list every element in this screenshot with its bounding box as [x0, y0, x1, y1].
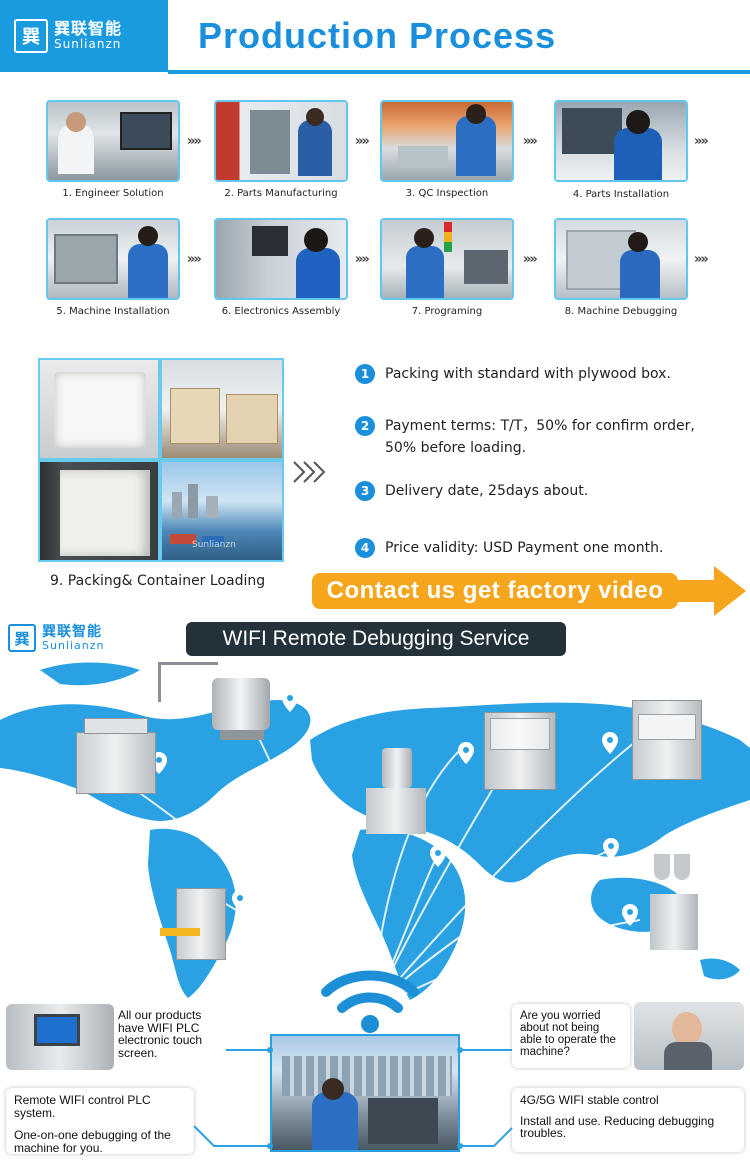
machine-candy-depositor	[160, 888, 226, 960]
brand-logo: 巽 巽联智能 Sunlianzn	[0, 0, 168, 72]
map-pin-icon	[232, 890, 248, 912]
step-caption-3: 3. QC Inspection	[405, 188, 489, 199]
packing-caption: 9. Packing& Container Loading	[50, 573, 266, 589]
term-text: Payment terms: T/T，50% for confirm order…	[385, 418, 695, 456]
step-photo-7	[380, 218, 514, 300]
bubble-stable-line1: 4G/5G WIFI stable control	[520, 1093, 659, 1107]
step-photo-3	[380, 100, 514, 182]
logo-en-text: Sunlianzn	[42, 638, 105, 652]
brand-logo-small: 巽 巽联智能 Sunlianzn	[8, 624, 105, 652]
chevron-triple-icon: »»	[187, 134, 202, 149]
bubble-stable: 4G/5G WIFI stable control Install and us…	[512, 1088, 744, 1152]
bubble-products: All our products have WIFI PLC electroni…	[114, 1006, 226, 1068]
packing-collage: Sunlianzn	[38, 358, 284, 562]
bubble-worried-text: Are you worried about not being able to …	[520, 1010, 616, 1059]
step-caption-7: 7. Programing	[411, 306, 483, 317]
step-photo-6	[214, 218, 348, 300]
step-caption-1: 1. Engineer Solution	[62, 188, 164, 199]
term-text: Packing with standard with plywood box.	[385, 366, 671, 382]
chevron-triple-icon: »»	[523, 134, 538, 149]
chevron-triple-icon: »»	[523, 252, 538, 267]
logo-en-text: Sunlianzn	[54, 37, 122, 52]
number-badge: 3	[355, 481, 375, 501]
chevron-triple-icon: »»	[187, 252, 202, 267]
term-item-4: 4 Price validity: USD Payment one month.	[355, 538, 725, 560]
term-text: Price validity: USD Payment one month.	[385, 540, 664, 556]
logo-mark-icon: 巽	[14, 19, 48, 53]
chevron-triple-icon: »»	[694, 252, 709, 267]
machine-coating-unit	[484, 712, 556, 802]
term-text: Delivery date, 25days about.	[385, 483, 589, 499]
chevron-triple-icon: »»	[694, 134, 709, 149]
map-pin-icon	[603, 838, 619, 860]
logo-cn-text: 巽联智能	[42, 623, 102, 640]
machine-cake-cutter	[632, 700, 702, 780]
worried-person-photo	[634, 1002, 744, 1070]
number-badge: 1	[355, 364, 375, 384]
term-item-3: 3 Delivery date, 25days about.	[355, 481, 725, 503]
chevron-triple-icon: »»	[355, 252, 370, 267]
step-photo-1	[46, 100, 180, 182]
number-badge: 4	[355, 538, 375, 558]
map-pin-icon	[622, 904, 638, 926]
bubble-products-text: All our products have WIFI PLC electroni…	[118, 1008, 203, 1060]
step-caption-5: 5. Machine Installation	[56, 306, 170, 317]
map-pin-icon	[602, 732, 618, 754]
step-caption-2: 2. Parts Manufacturing	[224, 188, 338, 199]
page-title: Production Process	[198, 15, 557, 56]
machine-filling-unit	[650, 854, 700, 954]
header: 巽 巽联智能 Sunlianzn Production Process	[0, 0, 750, 74]
number-badge: 2	[355, 416, 375, 436]
packing-photo-wrapped	[38, 358, 160, 460]
factory-photo	[270, 1034, 460, 1152]
watermark-text: Sunlianzn	[192, 540, 236, 550]
step-caption-4: 4. Parts Installation	[572, 189, 670, 200]
connector-lines	[193, 1047, 513, 1149]
machine-gummy-depositor	[76, 718, 156, 796]
term-item-1: 1 Packing with standard with plywood box…	[355, 364, 725, 386]
arrow-right-icon	[678, 564, 748, 622]
chevron-triple-icon	[292, 458, 336, 490]
map-pin-icon	[458, 742, 474, 764]
step-photo-8	[554, 218, 688, 300]
packing-photo-port: Sunlianzn	[160, 460, 284, 562]
machine-cooking-kettle	[158, 662, 276, 742]
step-photo-4	[554, 100, 688, 182]
logo-cn-text: 巽联智能	[54, 19, 123, 39]
wifi-section-title: WIFI Remote Debugging Service	[186, 622, 566, 656]
map-pin-icon	[282, 690, 298, 712]
bubble-worried: Are you worried about not being able to …	[512, 1004, 630, 1068]
step-photo-5	[46, 218, 180, 300]
step-photo-2	[214, 100, 348, 182]
wifi-icon	[318, 966, 422, 1040]
bubble-remote: Remote WIFI control PLC system. One-on-o…	[6, 1088, 194, 1154]
plc-touchscreen-photo	[6, 1004, 114, 1070]
step-caption-6: 6. Electronics Assembly	[221, 306, 341, 317]
logo-mark-icon: 巽	[8, 624, 36, 652]
bubble-remote-line2: One-on-one debugging of the machine for …	[14, 1128, 171, 1155]
machine-grinder	[360, 748, 432, 834]
packing-photo-crates	[160, 358, 284, 460]
term-item-2: 2 Payment terms: T/T，50% for confirm ord…	[355, 416, 725, 459]
bubble-stable-line2: Install and use. Reducing debugging trou…	[520, 1113, 715, 1141]
map-pin-icon	[430, 845, 446, 867]
chevron-triple-icon: »»	[355, 134, 370, 149]
contact-video-button[interactable]: Contact us get factory video	[312, 573, 678, 609]
step-caption-8: 8. Machine Debugging	[564, 306, 678, 317]
bubble-remote-line1: Remote WIFI control PLC system.	[14, 1093, 151, 1120]
header-divider	[168, 70, 750, 74]
packing-photo-container	[38, 460, 160, 562]
